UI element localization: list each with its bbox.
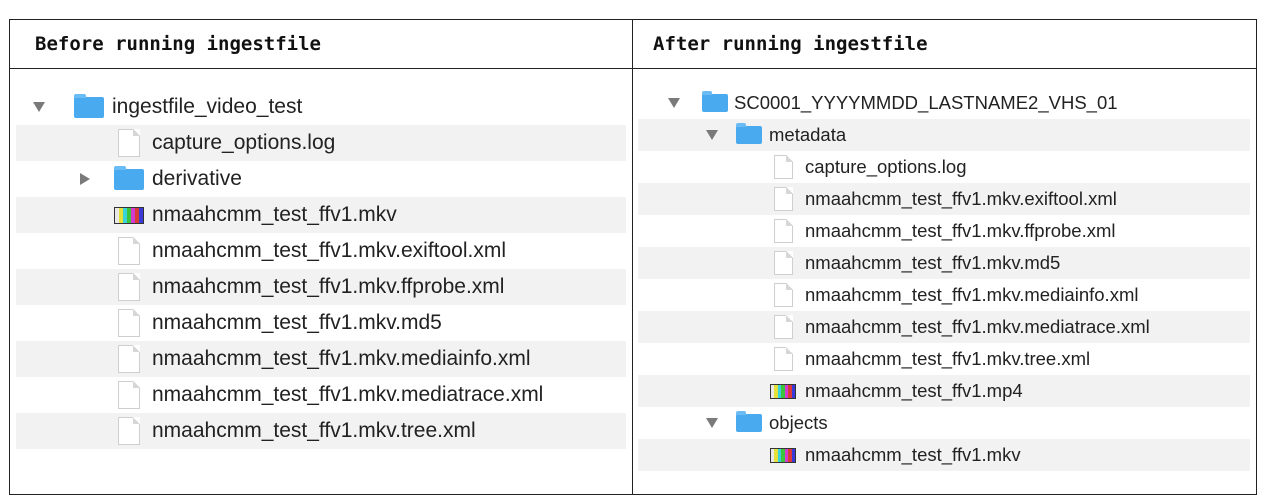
folder-name: derivative (152, 167, 242, 190)
tree-row[interactable]: nmaahcmm_test_ffv1.mkv (16, 197, 626, 233)
folder-icon (74, 93, 104, 118)
document-icon (774, 347, 793, 371)
column-divider (632, 20, 633, 494)
disclosure-collapsed-icon[interactable] (80, 173, 90, 185)
file-name: nmaahcmm_test_ffv1.mkv.tree.xml (152, 419, 476, 442)
document-icon (118, 417, 140, 445)
file-name: nmaahcmm_test_ffv1.mkv.md5 (152, 311, 442, 334)
file-name: capture_options.log (152, 131, 336, 154)
tree-row-root[interactable]: ingestfile_video_test (16, 89, 626, 125)
tree-row[interactable]: nmaahcmm_test_ffv1.mkv.mediatrace.xml (16, 377, 626, 413)
after-file-tree: SC0001_YYYYMMDD_LASTNAME2_VHS_01 metadat… (638, 87, 1250, 487)
document-icon (118, 309, 140, 337)
before-file-tree: ingestfile_video_test capture_options.lo… (16, 87, 626, 487)
disclosure-expanded-icon[interactable] (668, 98, 680, 108)
document-icon (774, 283, 793, 307)
document-icon (774, 219, 793, 243)
document-icon (118, 381, 140, 409)
file-name: nmaahcmm_test_ffv1.mkv.mediainfo.xml (152, 347, 531, 370)
video-file-icon (770, 447, 796, 463)
document-icon (774, 315, 793, 339)
tree-row[interactable]: nmaahcmm_test_ffv1.mkv.exiftool.xml (638, 183, 1250, 215)
tree-row[interactable]: nmaahcmm_test_ffv1.mkv.md5 (16, 305, 626, 341)
tree-row[interactable]: metadata (638, 119, 1250, 151)
file-name: nmaahcmm_test_ffv1.mkv.mediatrace.xml (805, 316, 1150, 337)
disclosure-expanded-icon[interactable] (706, 130, 718, 140)
document-icon (774, 187, 793, 211)
tree-row[interactable]: nmaahcmm_test_ffv1.mp4 (638, 375, 1250, 407)
after-header: After running ingestfile (653, 33, 928, 55)
tree-row[interactable]: nmaahcmm_test_ffv1.mkv.mediainfo.xml (16, 341, 626, 377)
tree-row[interactable]: nmaahcmm_test_ffv1.mkv.md5 (638, 247, 1250, 279)
folder-name: ingestfile_video_test (112, 95, 303, 118)
header-divider (10, 68, 1256, 69)
file-name: nmaahcmm_test_ffv1.mkv.ffprobe.xml (805, 220, 1116, 241)
file-name: nmaahcmm_test_ffv1.mkv (152, 203, 397, 226)
folder-name: metadata (769, 124, 847, 145)
document-icon (774, 155, 793, 179)
file-name: nmaahcmm_test_ffv1.mkv.tree.xml (805, 348, 1091, 369)
file-name: nmaahcmm_test_ffv1.mp4 (805, 380, 1023, 401)
tree-row[interactable]: derivative (16, 161, 626, 197)
comparison-table: Before running ingestfile After running … (9, 19, 1257, 495)
document-icon (118, 273, 140, 301)
tree-row[interactable]: nmaahcmm_test_ffv1.mkv.ffprobe.xml (638, 215, 1250, 247)
file-name: nmaahcmm_test_ffv1.mkv.ffprobe.xml (152, 275, 505, 298)
file-name: nmaahcmm_test_ffv1.mkv.md5 (805, 252, 1061, 273)
tree-row[interactable]: nmaahcmm_test_ffv1.mkv.tree.xml (16, 413, 626, 449)
tree-row[interactable]: nmaahcmm_test_ffv1.mkv.mediatrace.xml (638, 311, 1250, 343)
folder-icon (114, 165, 144, 190)
file-name: nmaahcmm_test_ffv1.mkv.mediainfo.xml (805, 284, 1139, 305)
tree-row[interactable]: nmaahcmm_test_ffv1.mkv.mediainfo.xml (638, 279, 1250, 311)
tree-row-root[interactable]: SC0001_YYYYMMDD_LASTNAME2_VHS_01 (638, 87, 1250, 119)
tree-row[interactable]: objects (638, 407, 1250, 439)
folder-icon (702, 91, 728, 112)
folder-icon (736, 411, 762, 432)
file-name: nmaahcmm_test_ffv1.mkv (805, 444, 1021, 465)
disclosure-expanded-icon[interactable] (33, 102, 45, 112)
tree-row[interactable]: nmaahcmm_test_ffv1.mkv (638, 439, 1250, 471)
document-icon (118, 345, 140, 373)
document-icon (774, 251, 793, 275)
tree-row[interactable]: capture_options.log (638, 151, 1250, 183)
document-icon (118, 237, 140, 265)
document-icon (118, 129, 140, 157)
tree-row[interactable]: nmaahcmm_test_ffv1.mkv.ffprobe.xml (16, 269, 626, 305)
file-name: nmaahcmm_test_ffv1.mkv.exiftool.xml (152, 239, 507, 262)
tree-row[interactable]: nmaahcmm_test_ffv1.mkv.tree.xml (638, 343, 1250, 375)
video-file-icon (770, 383, 796, 399)
tree-row[interactable]: capture_options.log (16, 125, 626, 161)
folder-name: SC0001_YYYYMMDD_LASTNAME2_VHS_01 (734, 92, 1118, 113)
file-name: nmaahcmm_test_ffv1.mkv.exiftool.xml (805, 188, 1117, 209)
video-file-icon (114, 206, 144, 224)
folder-name: objects (769, 412, 828, 433)
file-name: nmaahcmm_test_ffv1.mkv.mediatrace.xml (152, 383, 544, 406)
tree-row[interactable]: nmaahcmm_test_ffv1.mkv.exiftool.xml (16, 233, 626, 269)
before-header: Before running ingestfile (35, 33, 321, 55)
folder-icon (736, 123, 762, 144)
disclosure-expanded-icon[interactable] (706, 418, 718, 428)
file-name: capture_options.log (805, 156, 967, 177)
